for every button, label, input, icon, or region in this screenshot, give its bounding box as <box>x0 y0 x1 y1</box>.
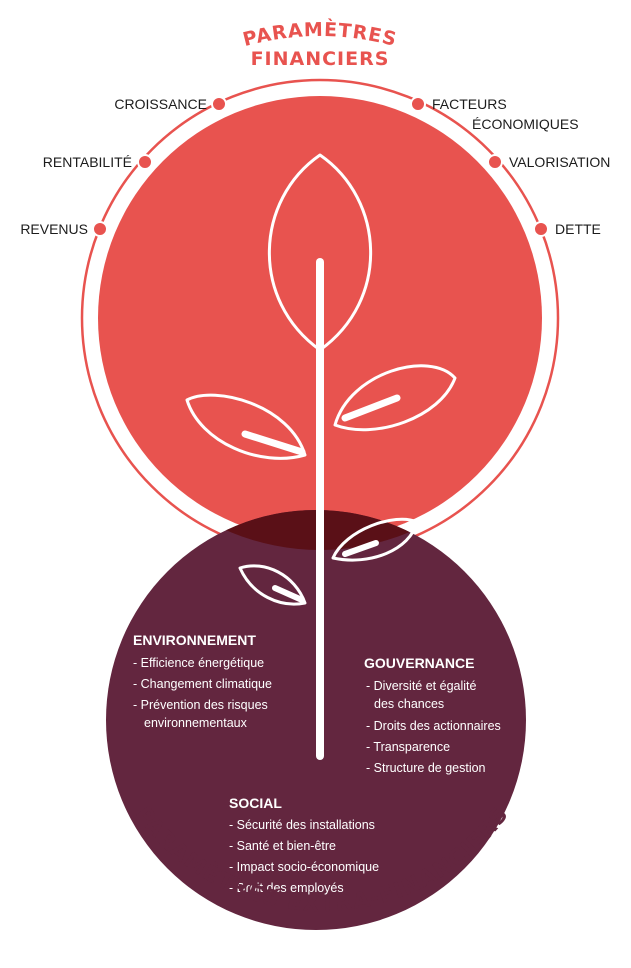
plant-sprout-icon <box>185 153 457 760</box>
label-revenus: REVENUS <box>20 221 88 237</box>
social-item: - Sécurité des installations <box>229 818 375 832</box>
financial-title-line2: FINANCIERS <box>251 48 390 70</box>
financial-title-line1: PARAMÈTRES <box>241 18 400 51</box>
environnement-item: - Efficience énergétique <box>133 656 264 670</box>
social-item: - Droit des employés <box>229 881 344 895</box>
social-title: SOCIAL <box>229 795 282 811</box>
label-rentabilite: RENTABILITÉ <box>43 154 132 170</box>
social-item: - Impact socio-économique <box>229 860 379 874</box>
lower-right-leaf <box>331 517 419 562</box>
gouvernance-title: GOUVERNANCE <box>364 655 474 671</box>
right-leaf <box>333 364 457 432</box>
dot-rentabilite <box>137 154 153 170</box>
section-environnement: ENVIRONNEMENT - Efficience énergétique -… <box>133 632 272 730</box>
environnement-item: environnementaux <box>144 716 248 730</box>
dot-revenus <box>92 221 108 237</box>
dot-croissance <box>211 96 227 112</box>
gouvernance-item: - Diversité et égalité <box>366 679 477 693</box>
dot-dette <box>533 221 549 237</box>
ring-dots <box>92 96 549 237</box>
label-valorisation: VALORISATION <box>509 154 610 170</box>
section-social: SOCIAL - Sécurité des installations - Sa… <box>229 795 379 895</box>
label-dette: DETTE <box>555 221 601 237</box>
lower-left-leaf <box>238 564 307 606</box>
gouvernance-item: des chances <box>374 697 444 711</box>
gouvernance-item: - Droits des actionnaires <box>366 719 501 733</box>
environnement-item: - Prévention des risques <box>133 698 268 712</box>
label-croissance: CROISSANCE <box>114 96 207 112</box>
gouvernance-item: - Structure de gestion <box>366 761 486 775</box>
environnement-title: ENVIRONNEMENT <box>133 632 256 648</box>
environnement-item: - Changement climatique <box>133 677 272 691</box>
left-leaf <box>185 393 307 460</box>
social-item: - Santé et bien-être <box>229 839 336 853</box>
dot-facteurs <box>410 96 426 112</box>
dot-valorisation <box>487 154 503 170</box>
section-gouvernance: GOUVERNANCE - Diversité et égalité des c… <box>364 655 501 775</box>
gouvernance-item: - Transparence <box>366 740 450 754</box>
label-economiques: ÉCONOMIQUES <box>472 116 579 132</box>
label-facteurs: FACTEURS <box>432 96 507 112</box>
